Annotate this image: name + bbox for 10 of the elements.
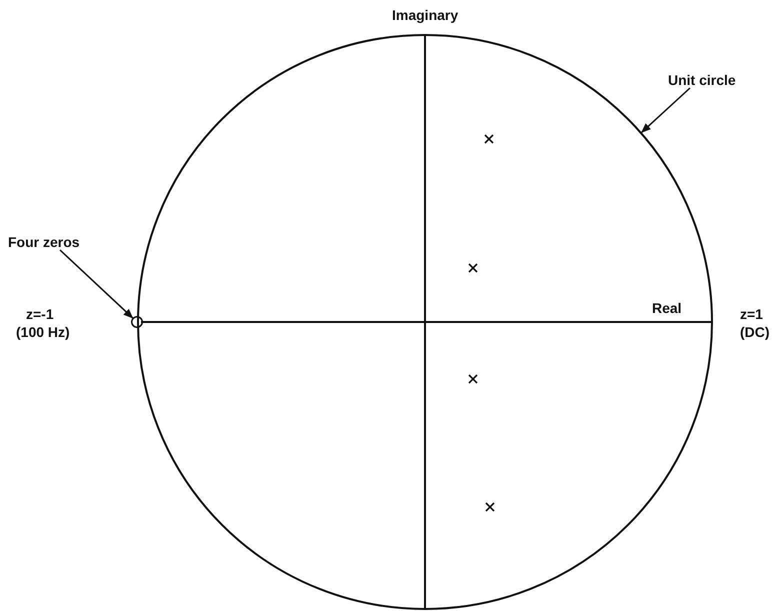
axis-label: Real [652, 300, 682, 316]
axis-label: Imaginary [392, 7, 458, 23]
point-label: (DC) [740, 324, 770, 340]
annotation-text: Four zeros [8, 234, 86, 250]
leader-arrow [59, 249, 134, 319]
point-label: z=-1 [26, 306, 54, 322]
leader-arrow [640, 87, 690, 133]
point-label: z=1 [740, 306, 763, 322]
point-label: (100 Hz) [16, 324, 70, 340]
annotation-text: Unit circle [668, 72, 748, 88]
